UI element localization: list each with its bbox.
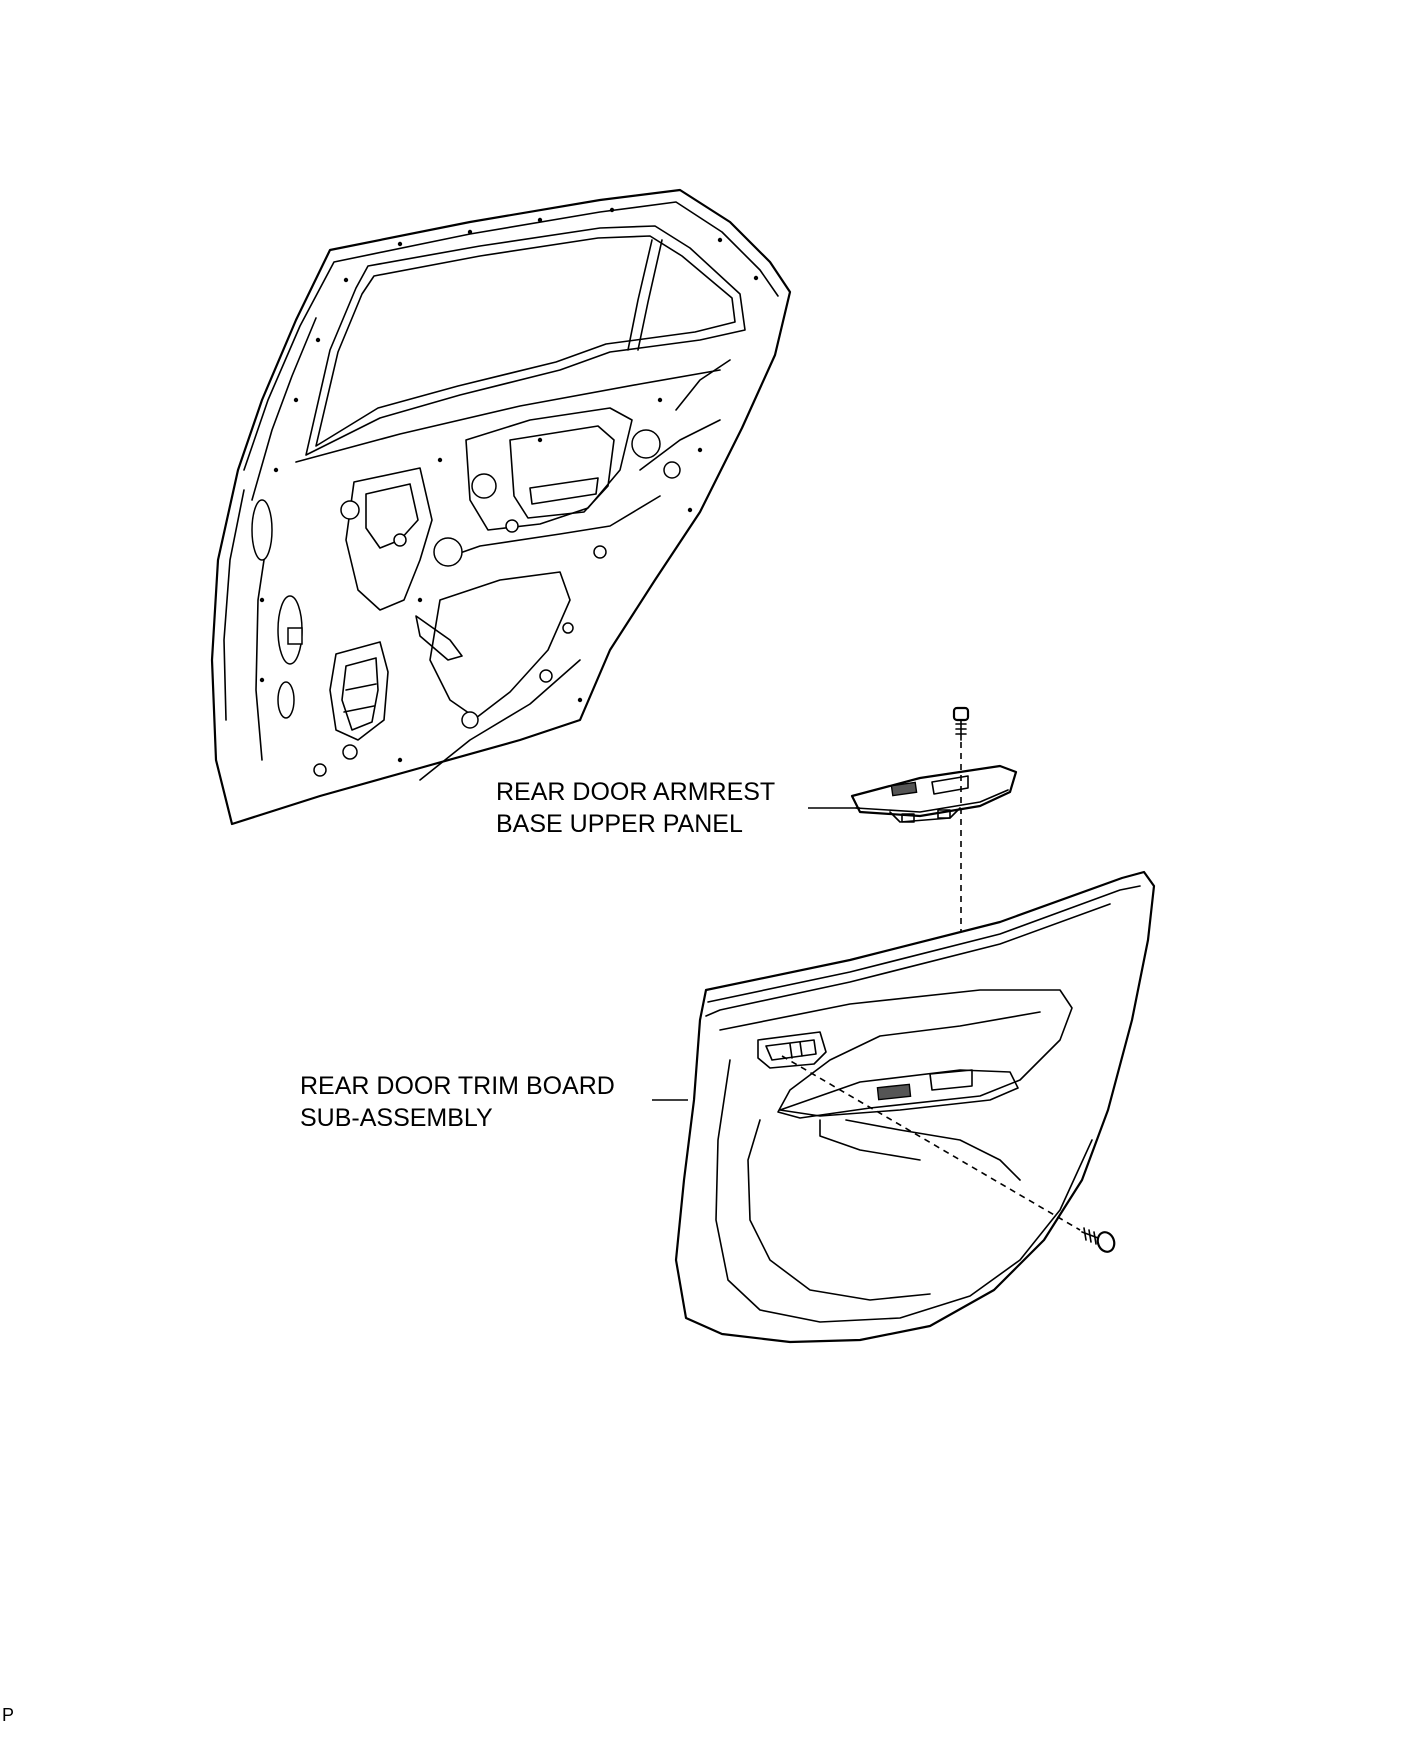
alignment-line-diagonal: [781, 1055, 1081, 1231]
rear-door-trim-board: [674, 870, 1156, 1344]
armrest-base-upper-panel: [850, 764, 1018, 823]
label-armrest-base-upper-panel: REAR DOOR ARMREST BASE UPPER PANEL: [496, 776, 775, 840]
label-trim-line2: SUB-ASSEMBLY: [300, 1104, 493, 1132]
label-armrest-line1: REAR DOOR ARMREST: [496, 778, 776, 806]
corner-code: P: [2, 1705, 15, 1725]
label-rear-door-trim-board: REAR DOOR TRIM BOARD SUB-ASSEMBLY: [300, 1070, 615, 1134]
label-trim-line1: REAR DOOR TRIM BOARD: [300, 1072, 615, 1100]
rear-door-inner-panel: [210, 188, 792, 826]
label-armrest-line2: BASE UPPER PANEL: [496, 810, 743, 838]
screw-lower: [1081, 1227, 1116, 1253]
screw-upper: [952, 706, 970, 741]
